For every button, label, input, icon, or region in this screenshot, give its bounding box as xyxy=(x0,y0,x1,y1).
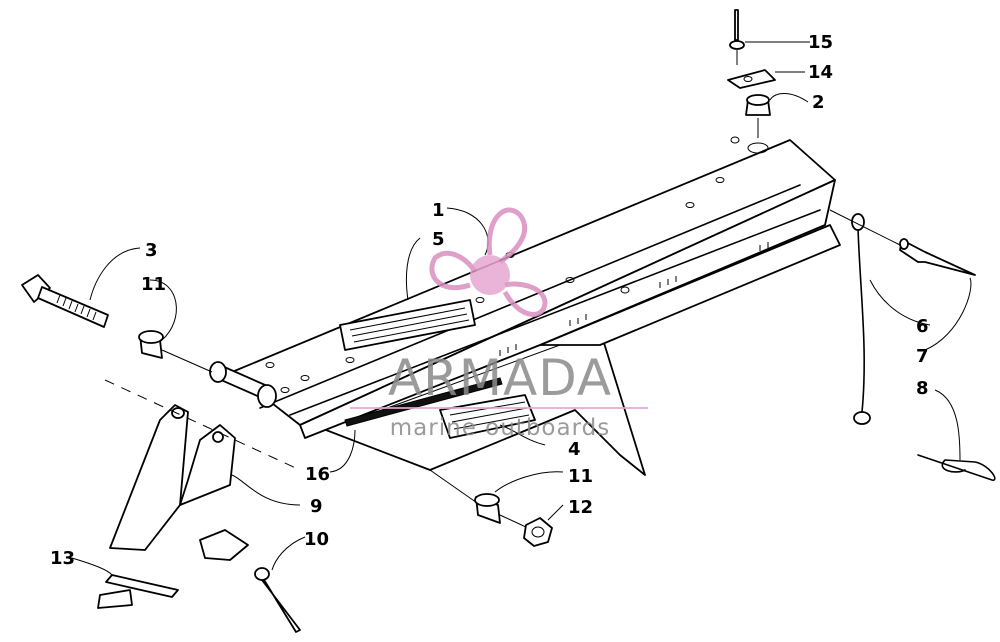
bracket-9 xyxy=(109,404,236,551)
bolt-3 xyxy=(21,274,109,328)
callout-16: 16 xyxy=(305,464,330,485)
callout-14: 14 xyxy=(808,62,833,83)
strip-decal-16 xyxy=(344,377,503,427)
lanyard-cable-6 xyxy=(857,227,865,413)
callout-6: 6 xyxy=(916,316,929,337)
callout-2: 2 xyxy=(812,92,825,113)
nut-12 xyxy=(523,517,553,547)
rivet-15 xyxy=(734,9,739,41)
main-rail xyxy=(209,136,841,476)
pin-7 xyxy=(899,239,976,276)
callout-1: 1 xyxy=(432,200,445,221)
callout-8: 8 xyxy=(916,378,929,399)
callouts: 1 2 3 4 5 6 7 8 9 10 11 11 12 13 14 15 1… xyxy=(50,32,929,569)
callout-12: 12 xyxy=(568,497,593,518)
callout-7: 7 xyxy=(916,346,929,367)
callout-15: 15 xyxy=(808,32,833,53)
callout-11-right: 11 xyxy=(568,466,593,487)
propeller-logo-icon xyxy=(429,207,548,317)
callout-10: 10 xyxy=(304,529,329,550)
callout-11-left: 11 xyxy=(141,274,166,295)
strip-13 xyxy=(105,574,179,598)
leader-lines xyxy=(71,41,972,576)
callout-4: 4 xyxy=(568,439,581,460)
callout-9: 9 xyxy=(310,496,323,517)
watermark: ARMADA marine outboards xyxy=(350,207,648,441)
callout-5: 5 xyxy=(432,229,445,250)
callout-3: 3 xyxy=(145,240,158,261)
clip-8 xyxy=(917,454,996,481)
watermark-tagline: marine outboards xyxy=(390,415,610,441)
bushing-11-left xyxy=(138,330,164,359)
callout-13: 13 xyxy=(50,548,75,569)
pad-10 xyxy=(199,529,249,561)
watermark-brand: ARMADA xyxy=(388,349,612,407)
